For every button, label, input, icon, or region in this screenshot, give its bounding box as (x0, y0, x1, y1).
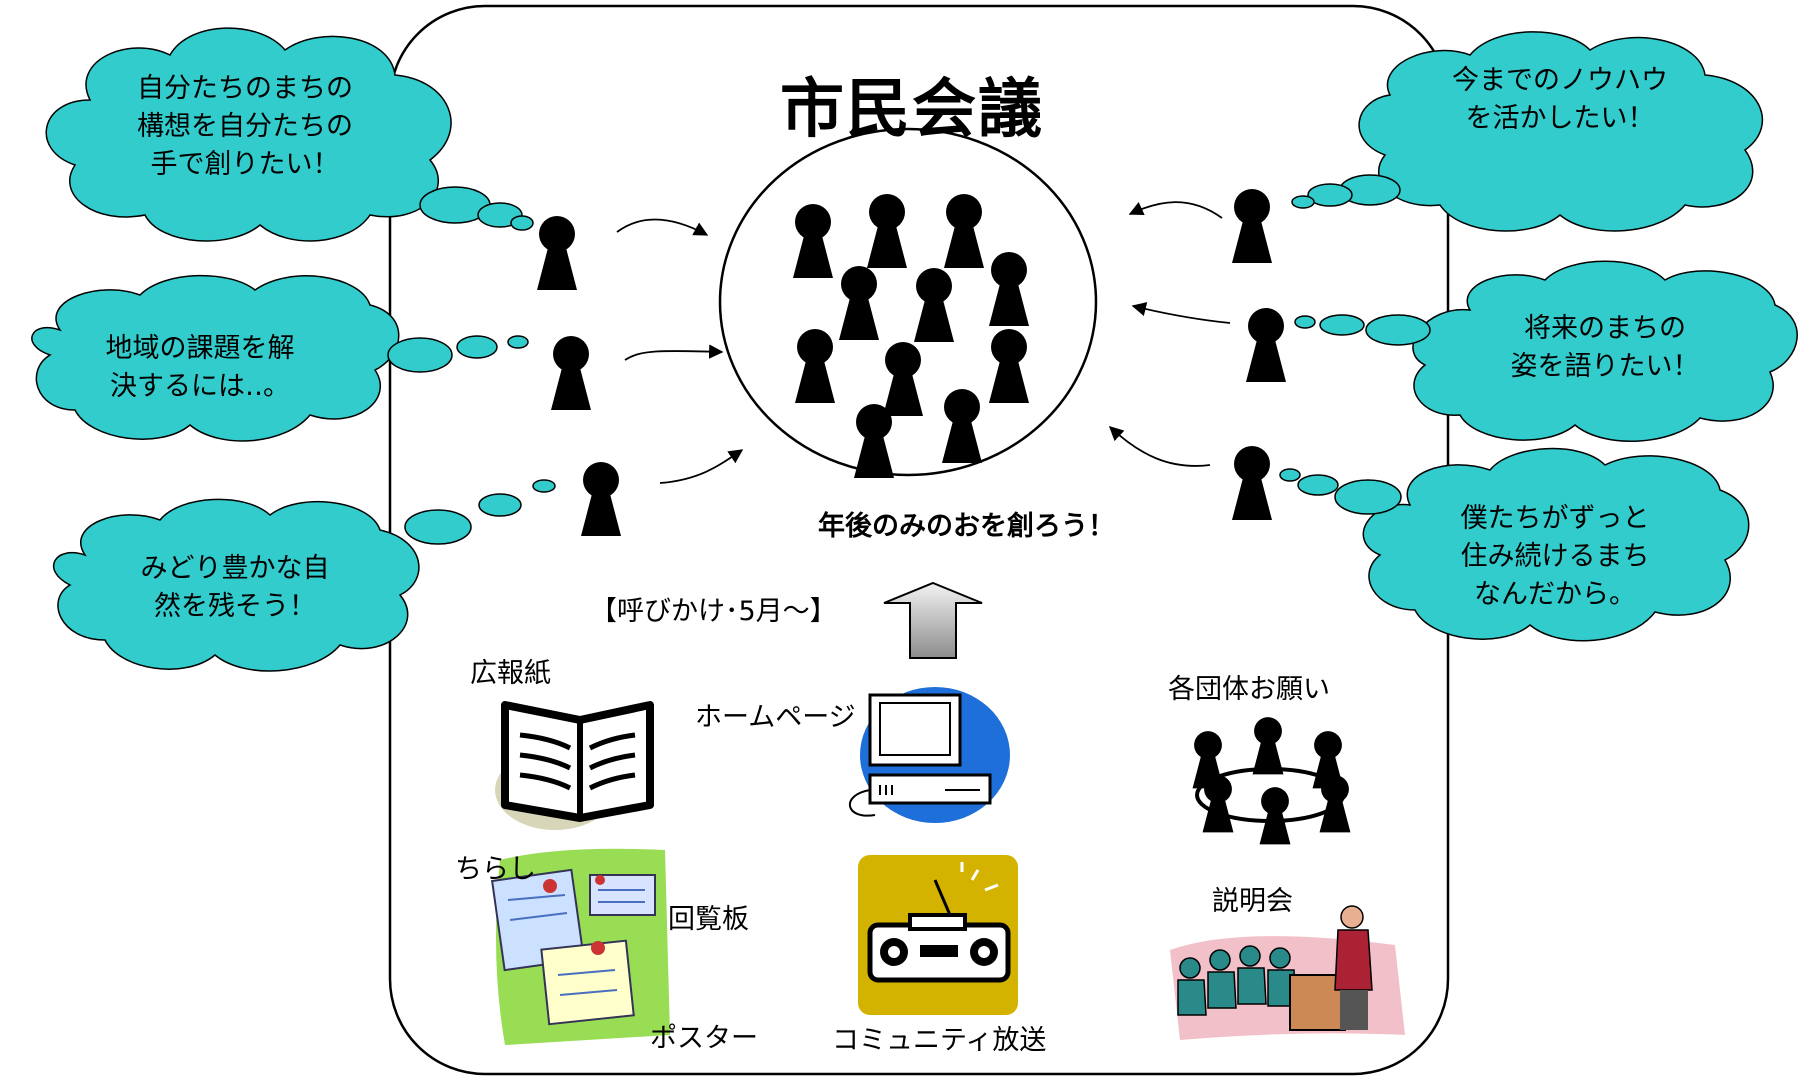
cloud-line: 姿を語りたい！ (1510, 351, 1700, 382)
label-circular: 回覧板 (668, 904, 749, 935)
cloud-text-left-2: 地域の課題を解 決するには‥。 (65, 330, 335, 406)
label-briefing: 説明会 (1212, 886, 1293, 917)
thought-cloud-right-3 (1279, 447, 1750, 642)
cloud-line: みどり豊かな自 (140, 553, 330, 584)
thought-cloud-right-1 (1291, 31, 1764, 232)
citizen-right-2 (1246, 308, 1286, 382)
cloud-line: 将来のまちの (1524, 313, 1686, 344)
thought-cloud-left-3 (52, 479, 556, 672)
bulletin-board-icon (490, 848, 670, 1045)
citizen-left-3 (581, 462, 621, 536)
cloud-text-left-3: みどり豊かな自 然を残そう！ (95, 550, 375, 626)
round-table-icon (1192, 717, 1351, 845)
book-icon (495, 701, 654, 830)
citizen-left-2 (551, 336, 591, 410)
cloud-line: 手で創りたい！ (150, 149, 340, 180)
computer-icon (849, 687, 1010, 823)
label-homepage: ホームページ (695, 702, 856, 733)
label-organizations: 各団体お願い (1168, 674, 1330, 705)
call-up-arrow (883, 581, 983, 659)
radio-icon (858, 855, 1018, 1015)
cloud-line: 構想を自分たちの (137, 111, 353, 142)
citizen-left-1 (537, 216, 577, 290)
briefing-meeting-icon (1170, 905, 1405, 1040)
label-poster: ポスター (650, 1023, 758, 1054)
cloud-line: 今までのノウハウ (1452, 65, 1668, 96)
cloud-text-right-2: 将来のまちの 姿を語りたい！ (1480, 310, 1730, 386)
flow-arrows (616, 201, 1231, 484)
cloud-line: 決するには‥。 (109, 371, 291, 402)
thought-cloud-right-2 (1294, 260, 1798, 442)
label-flyer: ちらし (455, 854, 536, 885)
call-label: 【呼びかけ･5月～】 (590, 596, 837, 627)
citizen-right-1 (1232, 189, 1272, 263)
cloud-line: を活かしたい！ (1465, 103, 1655, 134)
cloud-text-right-1: 今までのノウハウ を活かしたい！ (1410, 62, 1710, 138)
cloud-text-right-3: 僕たちがずっと 住み続けるまち なんだから。 (1425, 500, 1685, 614)
label-newsletter: 広報紙 (470, 658, 551, 689)
cloud-line: なんだから。 (1474, 579, 1636, 610)
page-title: 市民会議 (780, 73, 1044, 147)
citizen-right-3 (1232, 446, 1272, 520)
cloud-line: 地域の課題を解 (105, 333, 295, 364)
slogan: 年後のみのおを創ろう！ (818, 511, 1115, 542)
cloud-line: 自分たちのまちの (137, 73, 353, 104)
cloud-line: 住み続けるまち (1460, 541, 1650, 572)
meeting-group (718, 127, 1098, 478)
cloud-text-left-1: 自分たちのまちの 構想を自分たちの 手で創りたい！ (95, 70, 395, 184)
cloud-line: 僕たちがずっと (1460, 503, 1650, 534)
cloud-line: 然を残そう！ (154, 591, 316, 622)
thought-cloud-left-2 (31, 274, 529, 442)
label-radio: コミュニティ放送 (832, 1025, 1047, 1056)
thought-cloud-left-1 (45, 27, 534, 242)
